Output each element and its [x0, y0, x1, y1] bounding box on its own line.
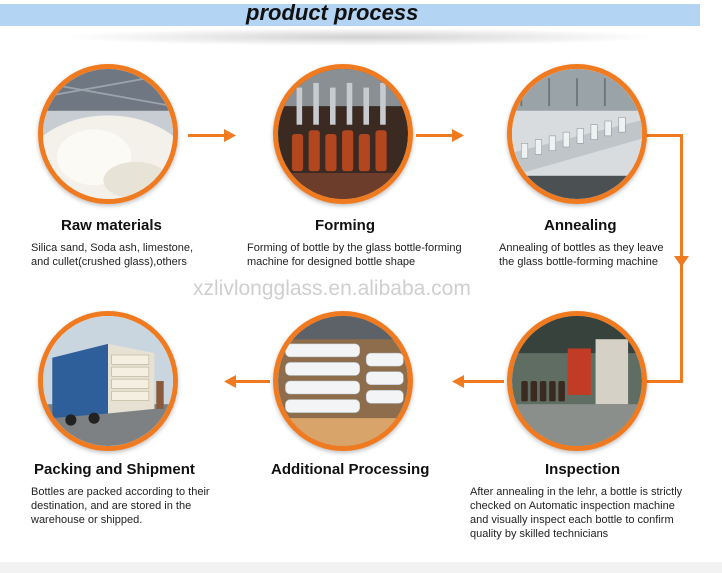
footer-bar: [0, 562, 722, 573]
raw-materials-image: [38, 64, 178, 204]
title-shadow: [60, 28, 660, 46]
desc-line: Silica sand, Soda ash, limestone,: [31, 242, 194, 254]
step-title-annealing: Annealing: [544, 217, 617, 234]
desc-line: warehouse or shipped.: [31, 514, 143, 526]
desc-line: and cullet(crushed glass),others: [31, 256, 187, 268]
desc-line: After annealing in the lehr, a bottle is…: [470, 486, 683, 498]
title-bar: [0, 4, 700, 26]
step-desc-raw-materials: Silica sand, Soda ash, limestone, and cu…: [31, 241, 193, 269]
step-title-inspection: Inspection: [545, 461, 621, 478]
annealing-image: [507, 64, 647, 204]
desc-line: Forming of bottle by the glass bottle-fo…: [247, 242, 462, 254]
desc-line: quality by skilled technicians: [470, 528, 609, 540]
arrow-left-icon: [452, 375, 464, 388]
page-title: product process: [246, 0, 419, 25]
step-desc-forming: Forming of bottle by the glass bottle-fo…: [247, 241, 462, 269]
arrow-right-icon: [224, 129, 236, 142]
step-desc-inspection: After annealing in the lehr, a bottle is…: [470, 485, 682, 541]
step-title-packing-shipment: Packing and Shipment: [34, 461, 195, 478]
forming-image: [273, 64, 413, 204]
arrow-down-icon: [674, 256, 689, 267]
arrow-connector: [458, 380, 504, 383]
desc-line: destination, and are stored in the: [31, 500, 192, 512]
desc-line: machine for designed bottle shape: [247, 256, 416, 268]
additional-processing-image: [273, 311, 413, 451]
arrow-connector: [188, 134, 228, 137]
arrow-connector: [230, 380, 270, 383]
step-desc-annealing: Annealing of bottles as they leave the g…: [499, 241, 664, 269]
step-title-forming: Forming: [315, 217, 375, 234]
arrow-connector: [646, 380, 683, 383]
step-title-raw-materials: Raw materials: [61, 217, 162, 234]
desc-line: Annealing of bottles as they leave: [499, 242, 664, 254]
step-title-additional-processing: Additional Processing: [271, 461, 430, 478]
desc-line: checked on Automatic inspection machine: [470, 500, 675, 512]
arrow-right-icon: [452, 129, 464, 142]
desc-line: Bottles are packed according to their: [31, 486, 210, 498]
step-desc-packing-shipment: Bottles are packed according to their de…: [31, 485, 210, 527]
arrow-left-icon: [224, 375, 236, 388]
arrow-connector: [646, 134, 682, 137]
desc-line: the glass bottle-forming machine: [499, 256, 658, 268]
watermark: xzlivlongglass.en.alibaba.com: [193, 277, 471, 300]
arrow-connector: [416, 134, 456, 137]
inspection-image: [507, 311, 647, 451]
packing-shipment-image: [38, 311, 178, 451]
desc-line: and visually inspect each bottle to conf…: [470, 514, 674, 526]
